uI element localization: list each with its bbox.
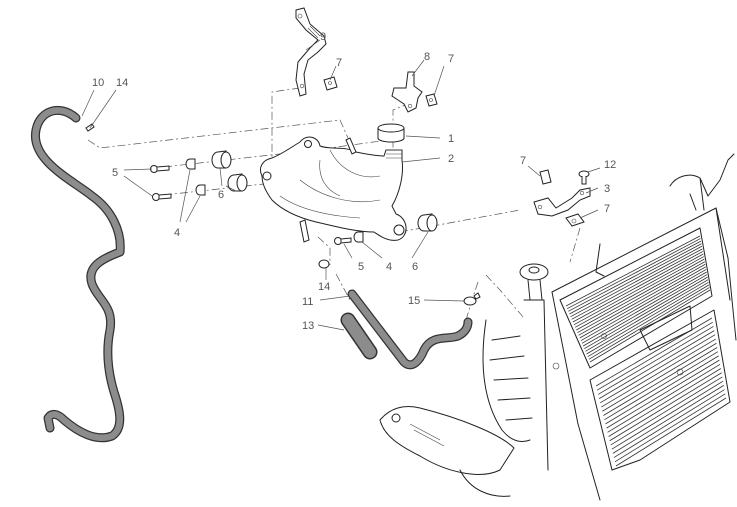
radiator-fin bbox=[605, 355, 719, 425]
hose-10 bbox=[31, 105, 125, 443]
callout-1: 1 bbox=[448, 133, 454, 145]
radiator-fin bbox=[595, 317, 713, 387]
radiator-fin bbox=[587, 284, 710, 358]
callout-14: 14 bbox=[318, 281, 330, 293]
radiator-fin bbox=[604, 351, 719, 421]
callout-6: 6 bbox=[218, 189, 224, 201]
screw-12 bbox=[578, 170, 590, 185]
grommets-6-left bbox=[211, 150, 248, 192]
callout-10: 10 bbox=[92, 77, 104, 89]
radiator-assembly bbox=[379, 153, 737, 501]
radiator-fins bbox=[565, 235, 727, 467]
radiator-fin bbox=[573, 253, 704, 326]
callout-7: 7 bbox=[336, 57, 342, 69]
callout-7: 7 bbox=[520, 155, 526, 167]
callout-9: 9 bbox=[320, 31, 326, 43]
callout-15: 15 bbox=[408, 295, 420, 307]
callout-13: 13 bbox=[302, 320, 314, 332]
radiator-fin bbox=[614, 393, 726, 463]
hose-clip-14-lower bbox=[318, 259, 330, 269]
radiator-fin bbox=[577, 261, 705, 334]
radiator-fin bbox=[574, 256, 705, 328]
sleeve-13 bbox=[340, 312, 378, 360]
radiator-fin bbox=[615, 397, 727, 467]
radiator-fin bbox=[603, 347, 718, 416]
bushings-4-left bbox=[185, 158, 206, 196]
radiator-fin bbox=[598, 330, 715, 399]
radiator-fin bbox=[586, 281, 709, 355]
radiator-fin bbox=[601, 338, 716, 408]
radiator-fin bbox=[570, 245, 703, 318]
callout-8: 8 bbox=[424, 51, 430, 63]
radiator-fin bbox=[568, 240, 702, 312]
callout-7: 7 bbox=[448, 53, 454, 65]
support-bracket-3 bbox=[533, 187, 591, 217]
screw-5-lower bbox=[334, 237, 352, 245]
radiator-fin bbox=[600, 334, 716, 404]
radiator-fin bbox=[608, 368, 722, 437]
radiator-fin bbox=[611, 380, 724, 450]
radiator-fin bbox=[571, 248, 703, 320]
radiator-fin bbox=[584, 276, 708, 350]
radiator-fin bbox=[582, 274, 708, 347]
leader-lines bbox=[81, 39, 601, 331]
screws-5-left bbox=[150, 165, 172, 201]
callout-4: 4 bbox=[386, 261, 392, 273]
callout-12: 12 bbox=[604, 159, 616, 171]
radiator-fin bbox=[569, 243, 702, 315]
callout-5: 5 bbox=[112, 167, 118, 179]
radiator-fin bbox=[566, 238, 701, 310]
radiator-fin bbox=[572, 251, 704, 323]
callout-14: 14 bbox=[116, 77, 128, 89]
clip-nut-7c bbox=[539, 169, 552, 185]
radiator-fin bbox=[613, 389, 725, 458]
hose-11 bbox=[347, 289, 473, 370]
expansion-tank-cap-1 bbox=[377, 123, 405, 143]
callout-5: 5 bbox=[358, 261, 364, 273]
callout-7: 7 bbox=[604, 203, 610, 215]
radiator-fin bbox=[609, 372, 722, 442]
callout-11: 11 bbox=[302, 296, 313, 308]
radiator-fin bbox=[585, 279, 709, 352]
radiator-fin bbox=[578, 263, 706, 336]
radiator-fin bbox=[596, 321, 713, 391]
callout-4: 4 bbox=[174, 227, 180, 239]
tank-upper-bracket-9 bbox=[295, 7, 327, 97]
grommet-6-lower bbox=[417, 213, 438, 232]
radiator-fin bbox=[565, 235, 701, 307]
radiator-fin bbox=[581, 271, 707, 344]
expansion-tank-2 bbox=[259, 136, 407, 243]
small-bracket-8 bbox=[391, 71, 423, 113]
callout-labels: 10 14 9 7 8 7 1 2 5 4 6 7 12 3 7 5 4 6 1… bbox=[92, 31, 616, 332]
clip-nut-7d bbox=[565, 213, 585, 227]
bushing-4-lower bbox=[353, 231, 364, 243]
radiator-fin bbox=[602, 342, 717, 412]
clip-nut-7b bbox=[425, 93, 438, 107]
radiator-fin bbox=[597, 326, 714, 395]
radiator-fin bbox=[576, 258, 705, 331]
radiator-fin bbox=[612, 385, 724, 454]
radiator-fin bbox=[589, 289, 711, 363]
radiator-fin bbox=[580, 269, 707, 342]
radiator-fin bbox=[579, 266, 706, 339]
radiator-fin bbox=[610, 376, 723, 446]
callout-2: 2 bbox=[448, 153, 454, 165]
callout-6: 6 bbox=[412, 261, 418, 273]
radiator-fin bbox=[606, 359, 720, 429]
radiator-fin bbox=[607, 363, 721, 433]
callout-3: 3 bbox=[604, 183, 610, 195]
hose-clamp-15 bbox=[463, 292, 481, 306]
radiator-fin bbox=[588, 287, 710, 360]
